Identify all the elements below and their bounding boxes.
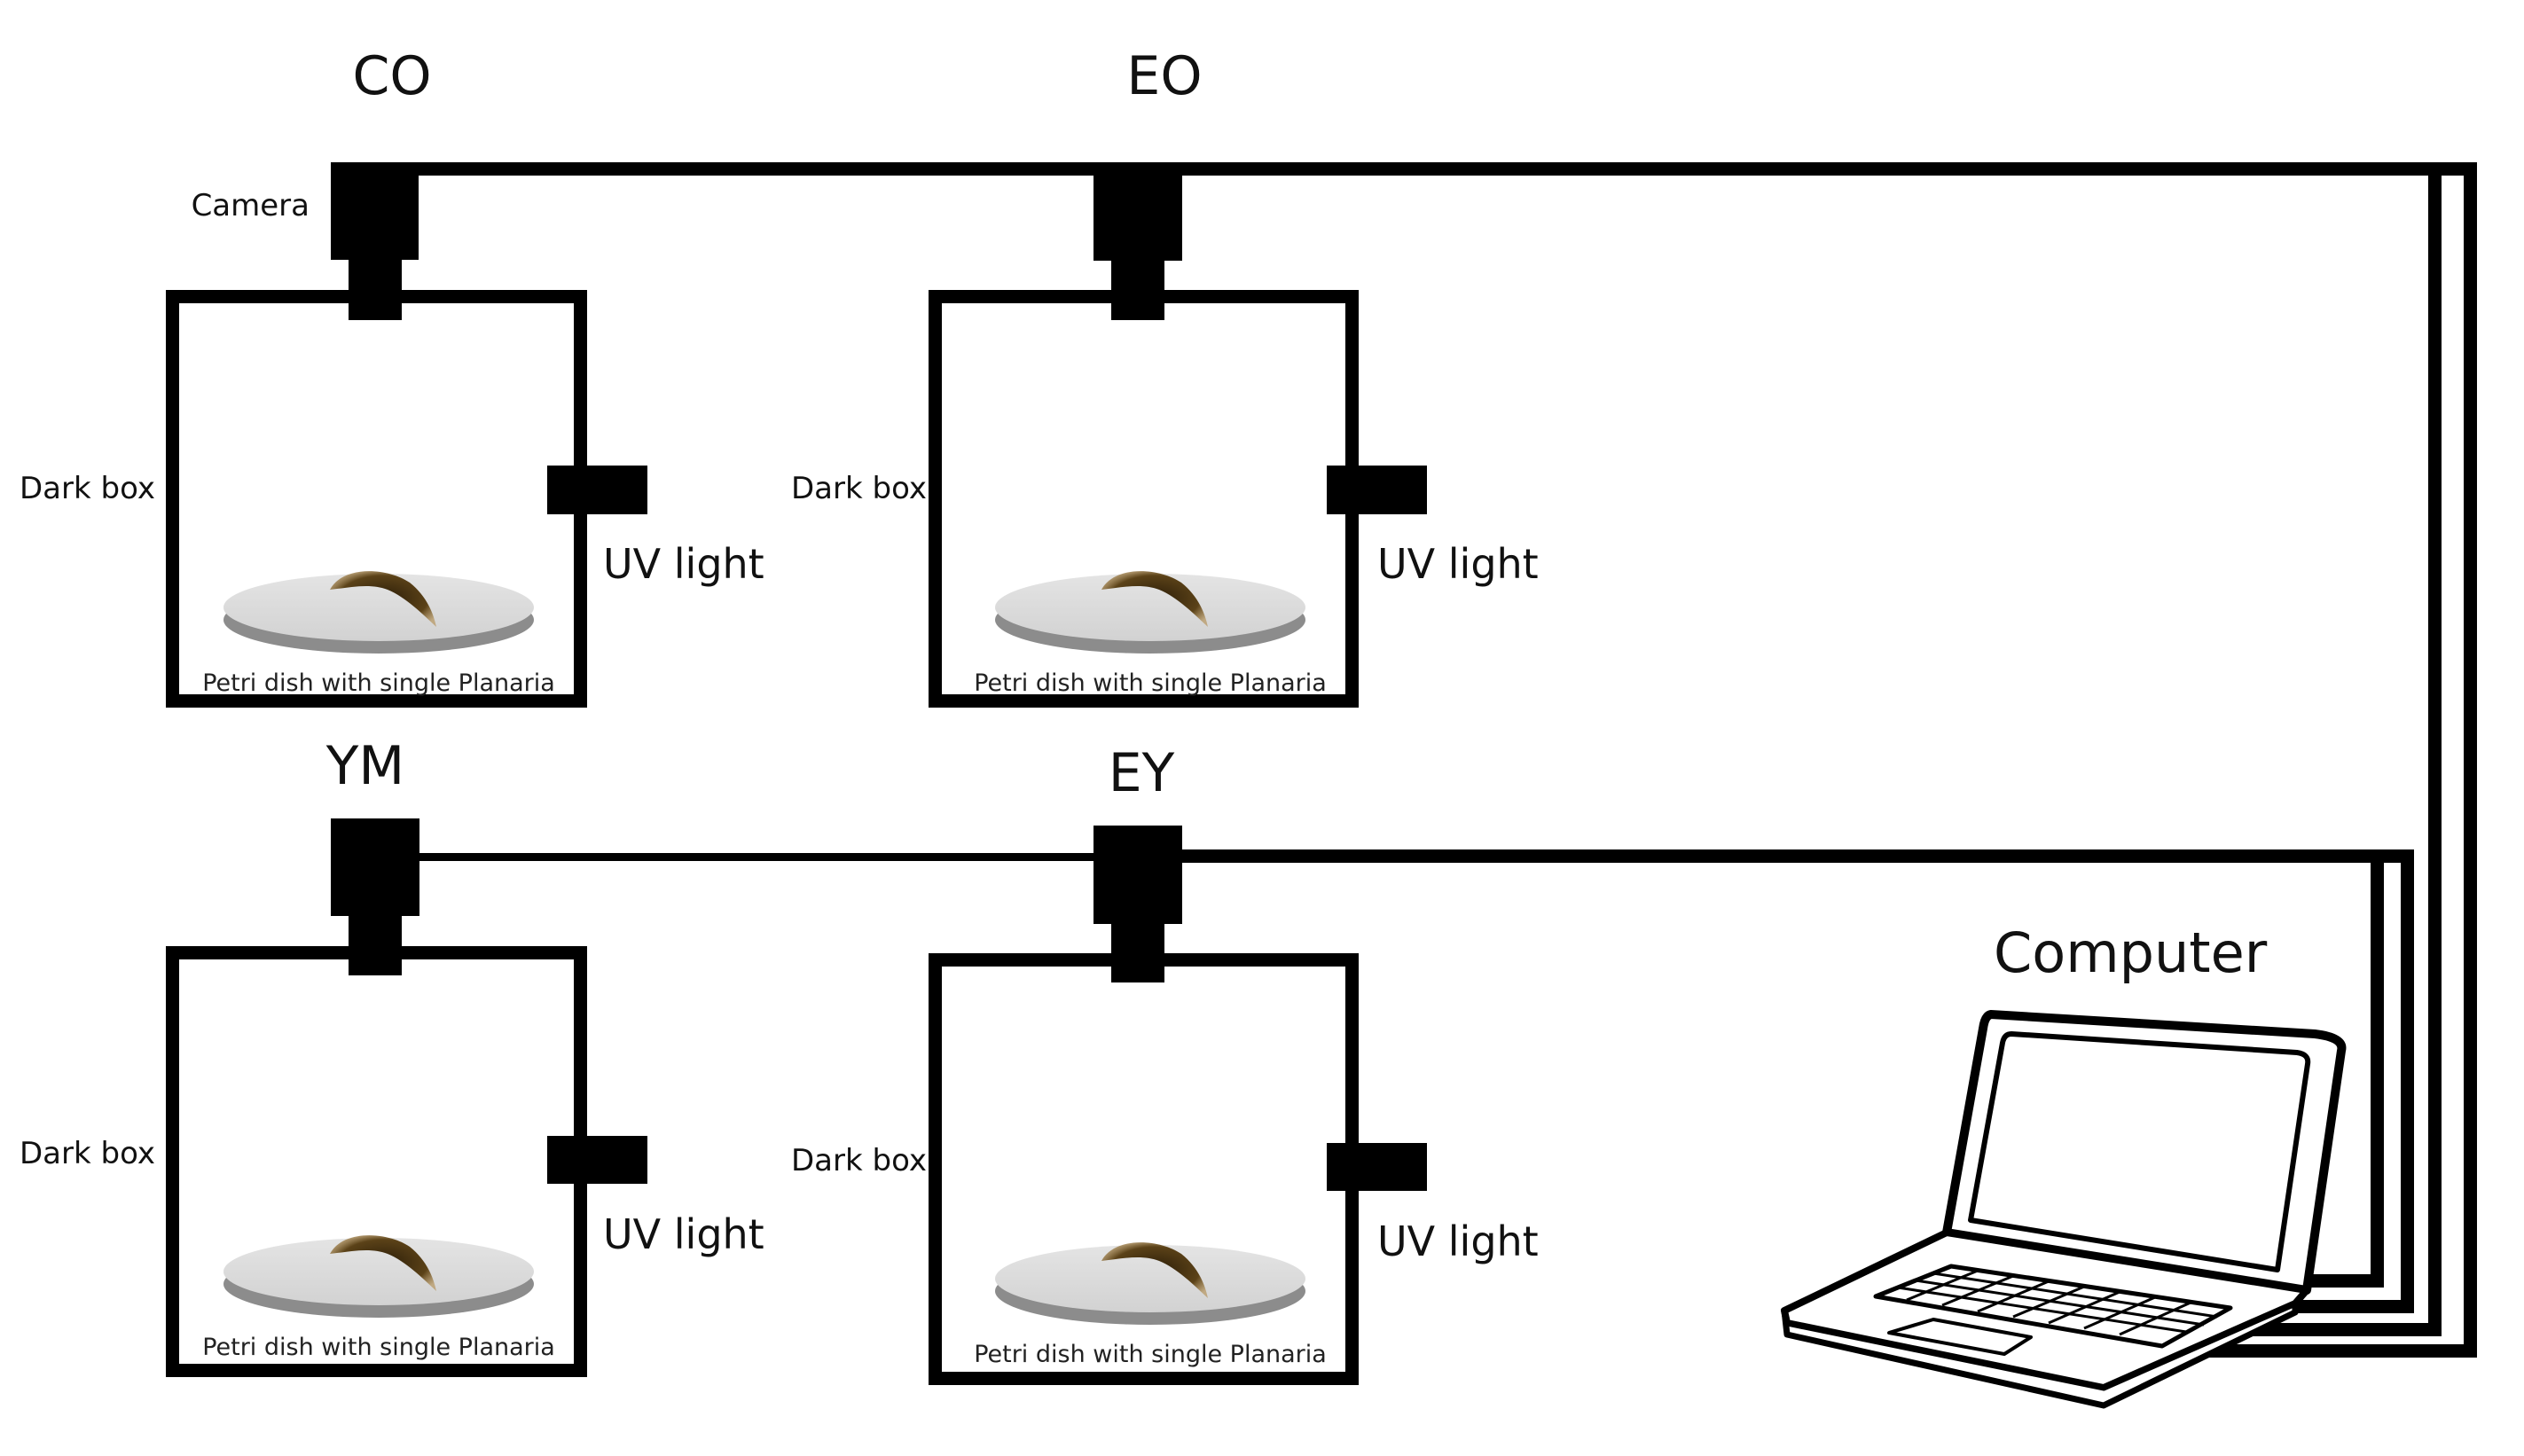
petri-dish-icon <box>223 571 534 654</box>
uv-light-icon <box>547 466 647 514</box>
dark-box-label: Dark box <box>791 471 927 506</box>
camera-icon <box>1093 162 1182 320</box>
station-label: EO <box>1126 45 1202 107</box>
uv-light-label: UV light <box>1377 1217 1539 1265</box>
dark-box-label: Dark box <box>20 1136 155 1171</box>
computer-label: Computer <box>1994 920 2268 985</box>
dark-box-label: Dark box <box>791 1143 927 1178</box>
uv-light-label: UV light <box>603 540 764 588</box>
cable-top-row <box>331 162 2477 1358</box>
station-ey: EY UV light Dark box Petri dish with sin… <box>791 742 1539 1385</box>
dish-label: Petri dish with single Planaria <box>202 669 555 697</box>
station-co: CO Camera UV light Dark box Petri dish w… <box>20 45 764 708</box>
uv-light-label: UV light <box>603 1210 764 1258</box>
dish-label: Petri dish with single Planaria <box>202 1334 555 1361</box>
uv-light-icon <box>547 1136 647 1184</box>
petri-dish-icon <box>995 1242 1305 1325</box>
dish-label: Petri dish with single Planaria <box>974 669 1327 697</box>
dish-label: Petri dish with single Planaria <box>974 1341 1327 1368</box>
camera-icon <box>331 162 419 320</box>
station-label: YM <box>325 735 404 797</box>
station-label: EY <box>1109 742 1175 804</box>
laptop-icon <box>1781 1010 2347 1409</box>
computer: Computer <box>1781 920 2347 1409</box>
petri-dish-icon <box>995 571 1305 654</box>
station-label: CO <box>352 45 431 107</box>
dark-box-label: Dark box <box>20 471 155 506</box>
petri-dish-icon <box>223 1235 534 1318</box>
camera-icon <box>331 818 419 975</box>
station-ym: YM UV light Dark box Petri dish with sin… <box>20 735 764 1377</box>
uv-light-icon <box>1327 1143 1427 1191</box>
uv-light-icon <box>1327 466 1427 514</box>
camera-label: Camera <box>192 188 310 223</box>
camera-icon <box>1093 826 1182 982</box>
cable-bottom-row <box>419 849 2414 1313</box>
uv-light-label: UV light <box>1377 540 1539 588</box>
station-eo: EO UV light Dark box Petri dish with sin… <box>791 45 1539 708</box>
